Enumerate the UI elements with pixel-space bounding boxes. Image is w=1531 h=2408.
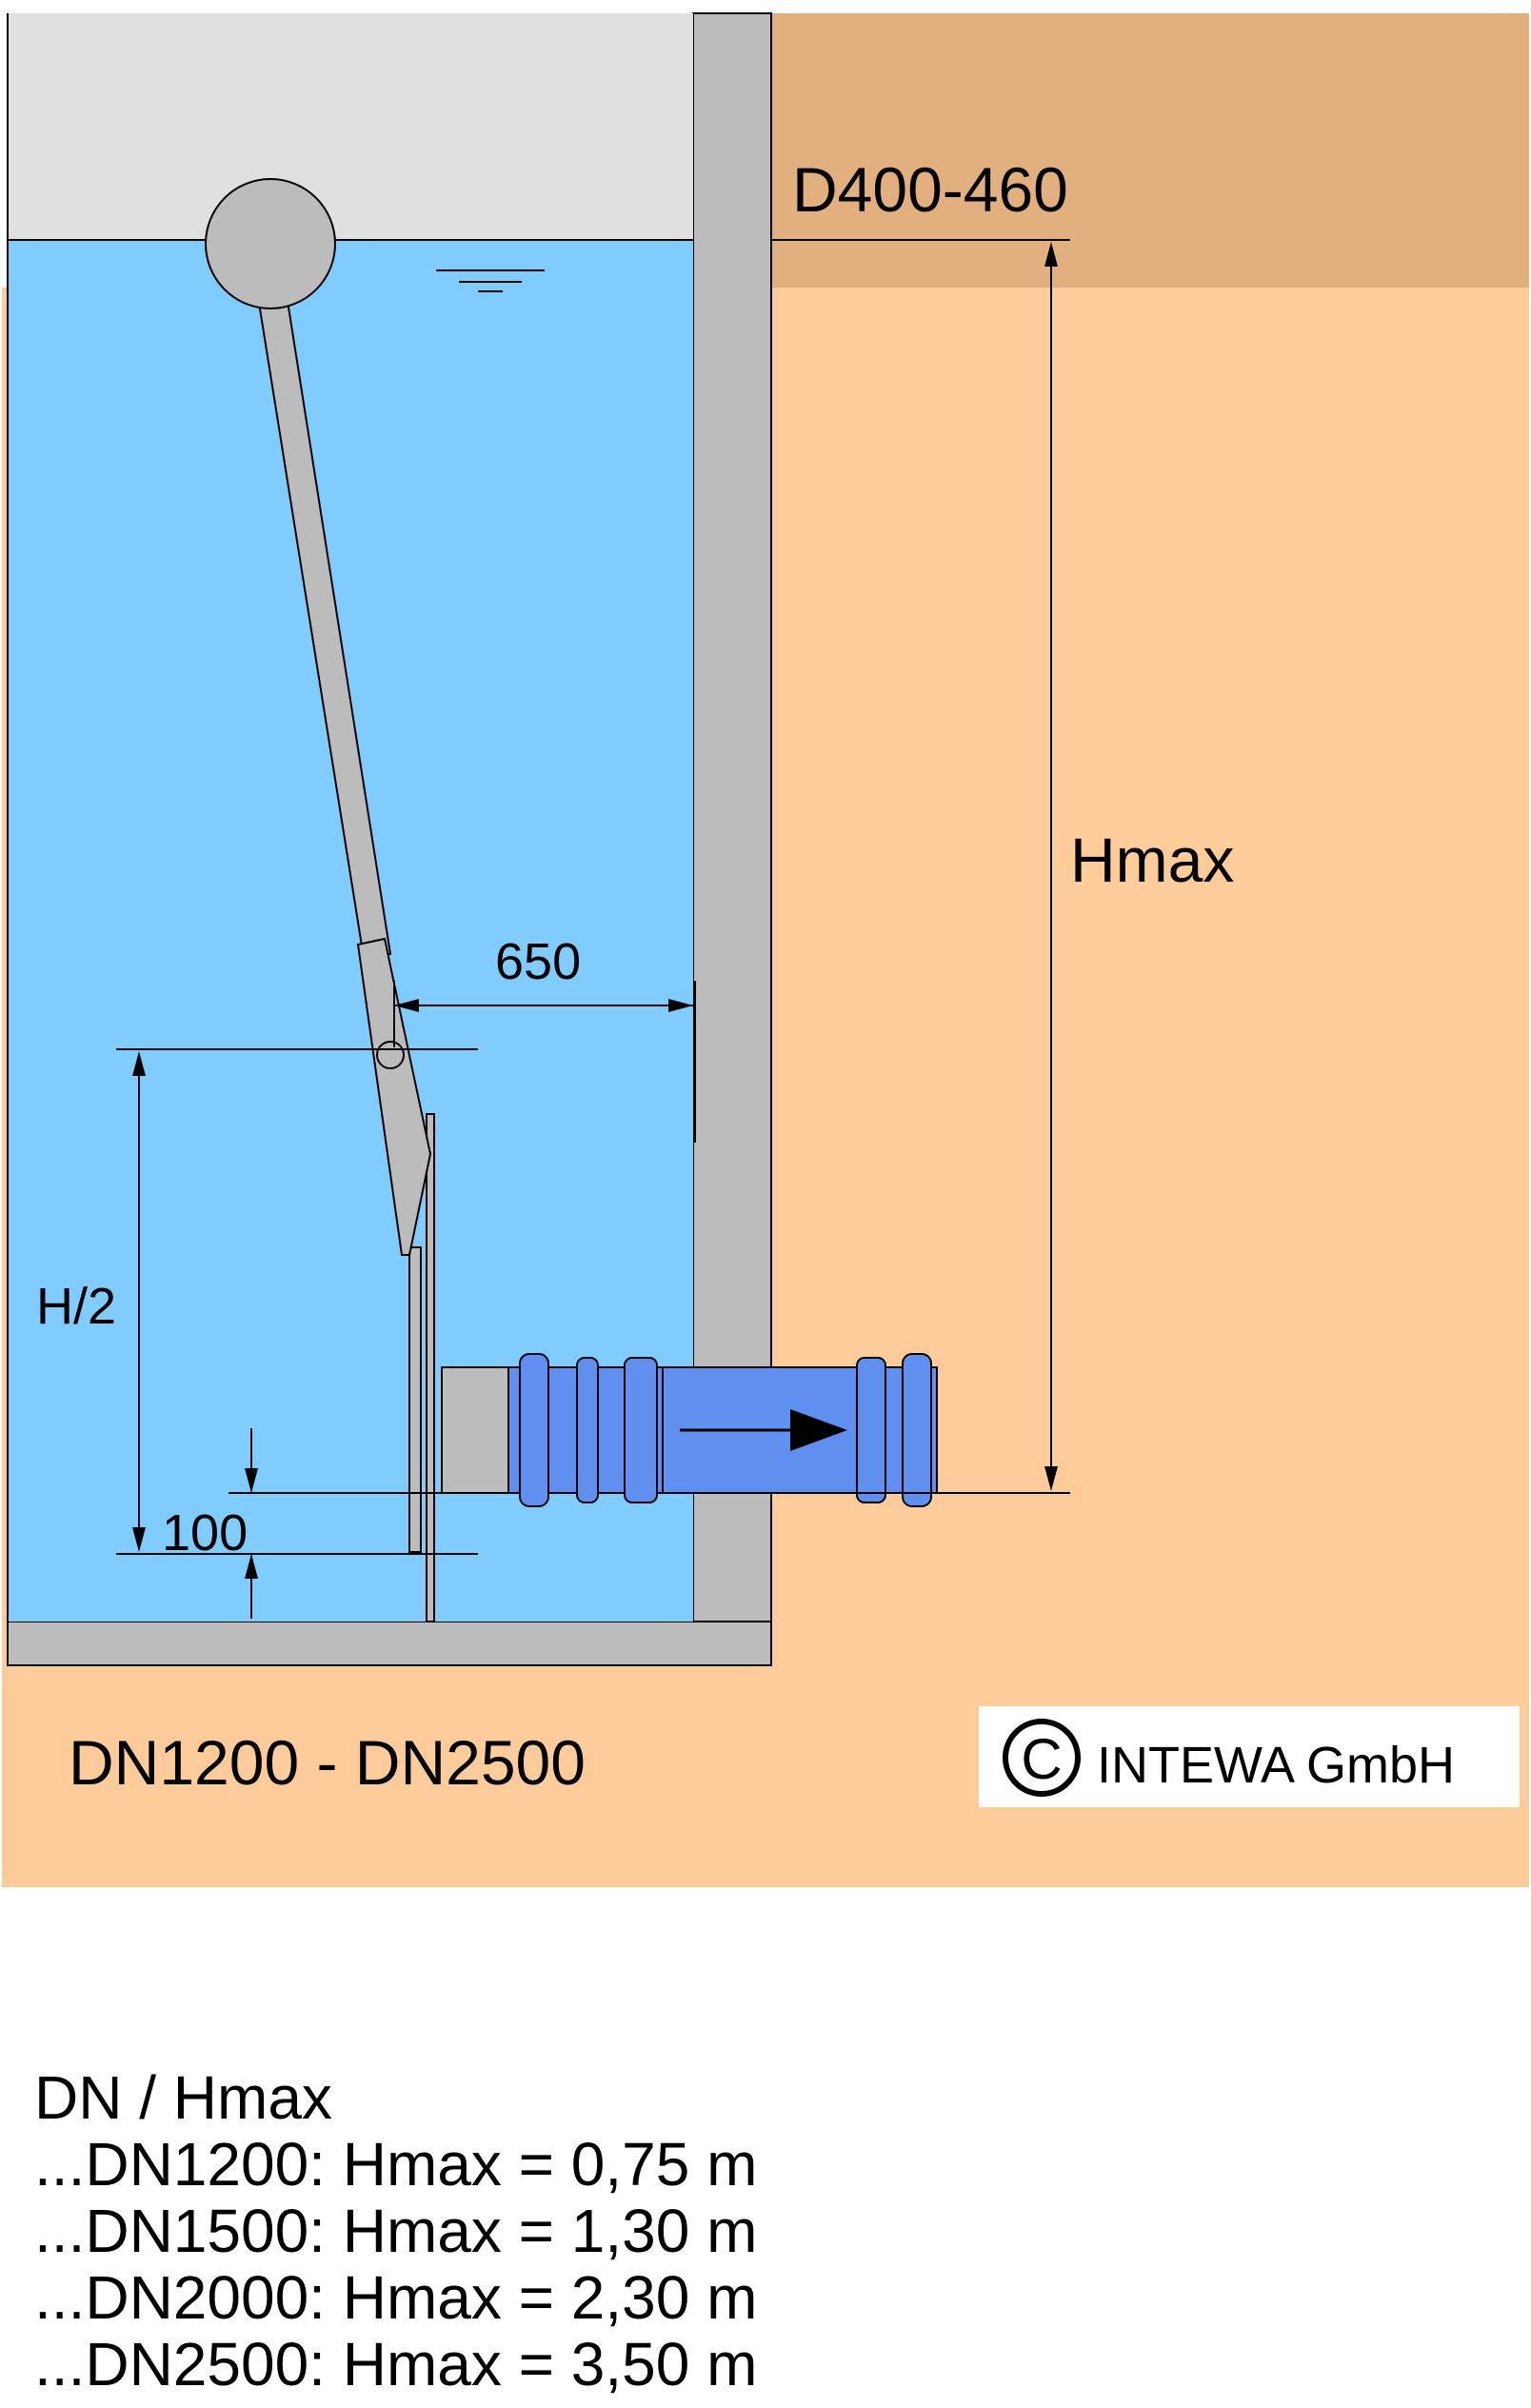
- legend-row: ...DN2500: Hmax = 3,50 m: [34, 2330, 758, 2398]
- pivot-joint: [376, 1041, 405, 1069]
- lever-lower: [356, 937, 432, 1256]
- copyright-label: INTEWA GmbH: [1097, 1737, 1455, 1794]
- copyright-box: C INTEWA GmbH: [979, 1706, 1520, 1807]
- air-space: [8, 13, 693, 240]
- cover-class-label: D400-460: [792, 154, 1068, 225]
- hmax-dimension: [1044, 242, 1058, 1491]
- legend-row: ...DN1500: Hmax = 1,30 m: [34, 2197, 758, 2265]
- dn-range-label: DN1200 - DN2500: [69, 1727, 586, 1798]
- dim-650-label: 650: [495, 933, 581, 990]
- legend-row: ...DN1200: Hmax = 0,75 m: [34, 2130, 758, 2199]
- dn-hmax-legend: DN / Hmax ...DN1200: Hmax = 0,75 m ...DN…: [34, 2064, 757, 2398]
- gate-guide-rail: [426, 1113, 435, 1622]
- water-level-symbol: [436, 269, 545, 292]
- topsoil-layer: [771, 13, 1529, 288]
- pipe-stub-inner: [441, 1366, 509, 1494]
- shaft-floor: [7, 1621, 772, 1666]
- flow-direction-arrow: [680, 1409, 847, 1451]
- hmax-label: Hmax: [1070, 825, 1234, 895]
- float-ball: [205, 178, 336, 309]
- dim-100-label: 100: [162, 1504, 248, 1562]
- gate-plate: [408, 1246, 422, 1553]
- legend-title: DN / Hmax: [34, 2063, 332, 2132]
- h-half-dimension: [132, 1051, 146, 1552]
- legend-row: ...DN2000: Hmax = 2,30 m: [34, 2263, 758, 2332]
- shaft-cross-section-diagram: D400-460 Hmax 650 H/2 100 DN1200 - DN250…: [2, 12, 1529, 1887]
- h-half-label: H/2: [36, 1278, 116, 1335]
- copyright-icon: [1003, 1719, 1081, 1797]
- dim-650-dimension: [393, 981, 696, 1143]
- outlet-pipe: [507, 1353, 938, 1507]
- copyright-icon-letter: C: [1021, 1727, 1062, 1791]
- dim-100-dimension: [245, 1428, 258, 1619]
